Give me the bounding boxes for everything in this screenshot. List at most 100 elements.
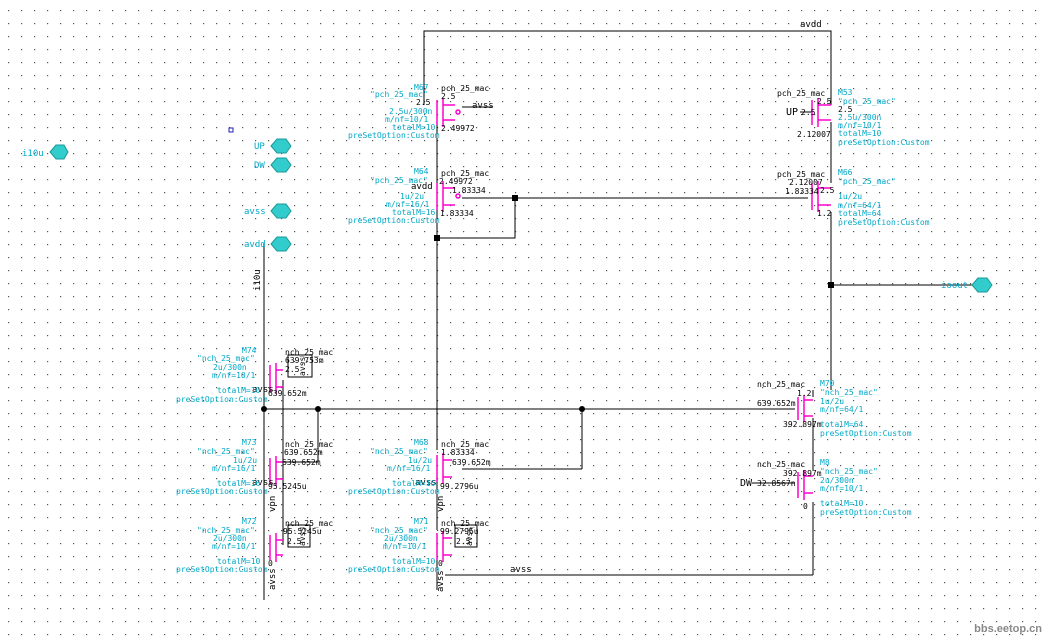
pin-icon — [270, 236, 292, 252]
model-quoted: "nch_25_mac" — [370, 526, 428, 535]
op-value: 1.83334 — [785, 187, 819, 196]
op-value: 639.652m — [452, 458, 491, 467]
param-totalm: totalM=64 — [820, 420, 864, 429]
net-label: avss — [436, 570, 446, 592]
source-box — [287, 524, 311, 548]
transistor-m68[interactable] — [436, 453, 452, 484]
watermark: bbs.eetop.cn — [974, 623, 1042, 635]
instance-name: M70 — [820, 379, 835, 388]
op-value: 95.5245u — [283, 527, 322, 536]
param-size: 1u/2u — [400, 192, 424, 201]
transistor-m67[interactable] — [436, 98, 461, 127]
param-preset: preSetOption:Custom — [348, 131, 440, 140]
param-totalm: totalM=16 — [392, 208, 436, 217]
pin-icon — [971, 277, 993, 293]
net-label: avss — [252, 385, 274, 395]
annot-m71: M71 nch_25_mac "nch_25_mac" 99.2796u 2u/… — [348, 517, 489, 574]
annot-m67: M67 pch_25_mac "pch_25_mac" 2.5 2.5 2.5u… — [348, 83, 489, 140]
op-value: 95.5245u — [268, 482, 307, 491]
pin-dw[interactable]: DW — [254, 157, 292, 173]
pin-icon — [49, 144, 69, 160]
transistor-m8[interactable] — [797, 470, 813, 500]
param-totalm: totalM=10 — [217, 386, 261, 395]
param-size: 1u/2u — [233, 456, 257, 465]
svg-text:UP: UP — [254, 142, 265, 152]
model-quoted: "pch_25_mac" — [838, 177, 896, 186]
instance-name: M53 — [838, 88, 853, 97]
model-quoted: "nch_25_mac" — [197, 526, 255, 535]
model-quoted: "nch_25_mac" — [197, 447, 255, 456]
svg-text:avss: avss — [244, 207, 266, 217]
pin-up[interactable]: UP — [254, 138, 292, 154]
net-label: DW — [740, 478, 753, 489]
param-size: 1u/2u — [838, 192, 862, 201]
junction-dot — [512, 195, 518, 201]
transistor-m66[interactable] — [811, 181, 831, 212]
op-value: 99.2796u — [440, 527, 479, 536]
net-label: avss — [415, 478, 437, 488]
param-size: 1u/2u — [820, 397, 844, 406]
model-quoted: "pch_25_mac" — [370, 176, 428, 185]
param-size: 1u/2u — [408, 456, 432, 465]
model-quoted: "nch_25_mac" — [370, 447, 428, 456]
transistor-m71[interactable] — [436, 531, 452, 562]
junction-dot — [434, 235, 440, 241]
transistor-m73[interactable] — [269, 456, 283, 486]
model-name: nch_25_mac — [285, 440, 333, 449]
svg-text:ioout: ioout — [941, 281, 968, 291]
op-value: 1.83334 — [441, 448, 475, 457]
junctions — [261, 195, 834, 412]
instance-name: M64 — [414, 167, 429, 176]
model-name: pch_25_mac — [441, 84, 489, 93]
param-mnf: m/nf=16/1 — [212, 464, 256, 473]
instance-name: M73 — [242, 438, 257, 447]
wires — [263, 30, 980, 600]
instance-name: M67 — [414, 83, 429, 92]
transistor-m64[interactable] — [436, 181, 461, 212]
pin-avss[interactable]: avss — [244, 203, 292, 219]
annot-m74: M74 nch_25_mac "nch_25_mac" 639.753m 2u/… — [176, 346, 333, 404]
transistor-m53[interactable] — [811, 98, 831, 127]
pin-ioout[interactable]: ioout — [941, 277, 993, 293]
param-preset: preSetOption:Custom — [176, 565, 268, 574]
pin-icon — [270, 157, 292, 173]
pins: i10u UP DW avss avdd ioout — [22, 138, 993, 293]
junction-dot — [828, 282, 834, 288]
pin-avdd[interactable]: avdd — [244, 236, 292, 252]
transistor-m70[interactable] — [797, 395, 813, 422]
net-label: avss — [268, 568, 278, 590]
annot-m72: M72 nch_25_mac "nch_25_mac" 95.5245u 2u/… — [176, 517, 333, 574]
param-totalm: totalM=64 — [838, 209, 882, 218]
op-value: 639.652m — [757, 399, 796, 408]
net-labels: avdd avss avss avdd avss avss avss UP DW… — [252, 20, 822, 592]
model-name: pch_25_mac — [777, 89, 825, 98]
svg-text:DW: DW — [254, 161, 265, 171]
param-preset: preSetOption:Custom — [820, 429, 912, 438]
param-mnf: m/nf=10/1 — [820, 484, 864, 493]
op-value: 2.5 — [416, 98, 431, 107]
annot-m8: M8 nch_25_mac "nch_25_mac" 392.897m 2u/3… — [757, 458, 912, 517]
source-boxes — [228, 127, 478, 548]
param-totalm: totalM=10 — [392, 557, 436, 566]
model-name: nch_25_mac — [441, 440, 489, 449]
transistor-m72[interactable] — [269, 533, 283, 562]
instance-name: M66 — [838, 168, 853, 177]
model-name: pch_25_mac — [441, 169, 489, 178]
transistor-m74[interactable] — [269, 363, 283, 394]
model-name: nch_25_mac — [757, 460, 805, 469]
net-label: avss — [298, 357, 307, 376]
op-value: 2.5 — [801, 108, 816, 117]
net-label: vpn — [436, 496, 446, 512]
pin-i10u[interactable]: i10u — [22, 144, 69, 160]
annot-m66: M66 pch_25_mac "pch_25_mac" 2.12007 1.83… — [777, 168, 930, 227]
op-value: 2.49972 — [439, 177, 473, 186]
model-name: nch_25_mac — [441, 519, 489, 528]
model-quoted: "nch_25_mac" — [820, 467, 878, 476]
param-totalm: totalM=10 — [820, 499, 864, 508]
annot-m64: M64 pch_25_mac "pch_25_mac" 2.49972 1.83… — [348, 167, 489, 225]
op-value: 392.897m — [783, 469, 822, 478]
op-value: 2.49972 — [441, 124, 475, 133]
param-mnf: m/nf=10/1 — [212, 542, 256, 551]
svg-text:i10u: i10u — [22, 149, 44, 159]
